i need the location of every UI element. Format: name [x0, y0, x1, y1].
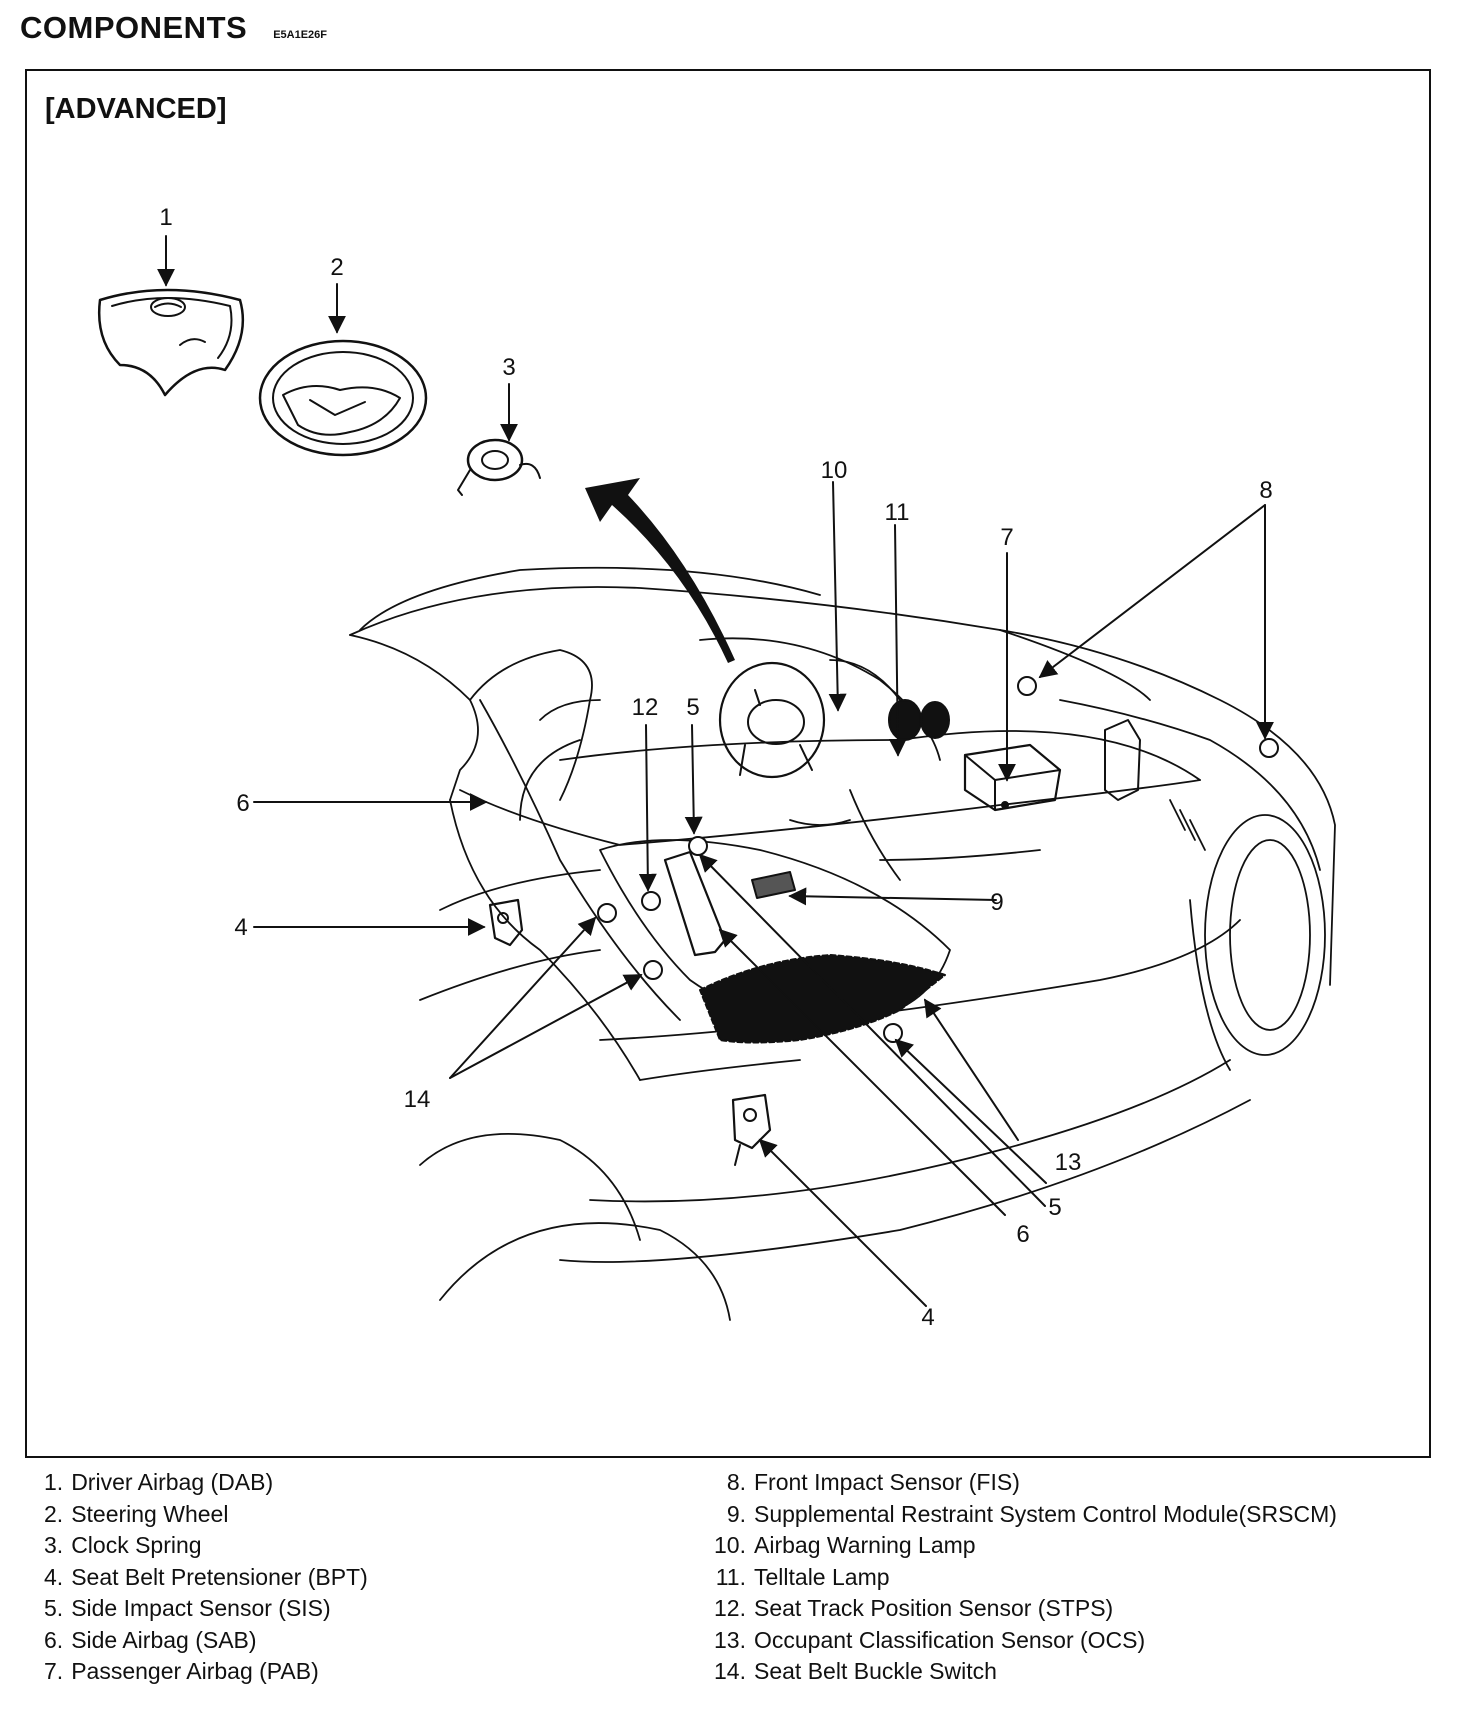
- legend-item: 6. Side Airbag (SAB): [44, 1625, 368, 1657]
- legend-label: Passenger Airbag (PAB): [71, 1658, 319, 1684]
- legend-label: Side Airbag (SAB): [71, 1626, 257, 1653]
- ocs-mat: [699, 954, 946, 1044]
- page-title: COMPONENTS: [20, 10, 248, 45]
- document-code: E5A1E26F: [273, 29, 327, 41]
- clock-spring-drawing: [457, 438, 541, 496]
- callout-7: 7: [1000, 524, 1013, 551]
- steering-wheel-drawing: [258, 339, 428, 457]
- callout-1: 1: [159, 204, 172, 231]
- legend-label: Seat Track Position Sensor (STPS): [754, 1595, 1114, 1621]
- legend-item: 14. Seat Belt Buckle Switch: [692, 1656, 1337, 1688]
- legend-item: 1. Driver Airbag (DAB): [44, 1467, 368, 1499]
- legend-item: 12. Seat Track Position Sensor (STPS): [692, 1593, 1337, 1625]
- legend-num: 3.: [44, 1532, 64, 1558]
- legend-item: 8. Front Impact Sensor (FIS): [692, 1467, 1337, 1499]
- legend-item: 4. Seat Belt Pretensioner (BPT): [44, 1562, 368, 1594]
- legend-item: 2. Steering Wheel: [44, 1499, 368, 1531]
- callout-6b: 6: [1016, 1221, 1029, 1248]
- callout-9: 9: [990, 889, 1003, 916]
- legend-num: 5.: [44, 1595, 64, 1621]
- legend-item: 5. Side Impact Sensor (SIS): [44, 1593, 368, 1625]
- variant-label: [ADVANCED]: [45, 93, 227, 125]
- callout-5b: 5: [1048, 1194, 1061, 1221]
- legend-num: 6.: [44, 1626, 64, 1653]
- legend-num: 13.: [714, 1626, 746, 1653]
- legend-item: 13. Occupant Classification Sensor (OCS): [692, 1625, 1337, 1657]
- vehicle-outline: [349, 566, 1336, 1321]
- callout-11: 11: [885, 499, 910, 526]
- driver-airbag-drawing: [98, 288, 245, 397]
- callout-3: 3: [502, 354, 515, 381]
- legend-num: 4.: [44, 1563, 64, 1590]
- page-header: COMPONENTS E5A1E26F: [20, 10, 327, 46]
- srscm-drawing: [751, 871, 796, 899]
- side-mirror: [1104, 719, 1141, 801]
- legend-item: 7. Passenger Airbag (PAB): [44, 1656, 368, 1688]
- legend-num: 7.: [44, 1658, 64, 1684]
- callout-13: 13: [1055, 1149, 1082, 1176]
- legend-label: Supplemental Restraint System Control Mo…: [754, 1500, 1337, 1527]
- legend-label: Side Impact Sensor (SIS): [71, 1595, 331, 1621]
- legend-num: 10.: [714, 1532, 746, 1558]
- callout-4b: 4: [921, 1304, 934, 1331]
- legend-label: Driver Airbag (DAB): [71, 1469, 274, 1495]
- legend-num: 9.: [726, 1500, 746, 1527]
- callout-6a: 6: [236, 790, 249, 817]
- legend-item: 10. Airbag Warning Lamp: [692, 1530, 1337, 1562]
- legend-label: Steering Wheel: [71, 1500, 229, 1527]
- legend-num: 12.: [714, 1595, 746, 1621]
- legend-label: Clock Spring: [71, 1532, 202, 1558]
- legend-item: 11. Telltale Lamp: [692, 1562, 1337, 1594]
- sensor-markers: [597, 676, 1279, 1043]
- pretensioner-drawings: [488, 898, 772, 1166]
- legend-num: 11.: [715, 1563, 746, 1590]
- legend-label: Telltale Lamp: [754, 1563, 890, 1590]
- callout-12: 12: [632, 694, 659, 721]
- legend-label: Airbag Warning Lamp: [754, 1532, 976, 1558]
- interior-steering-wheel: [718, 661, 826, 779]
- legend-label: Front Impact Sensor (FIS): [754, 1469, 1020, 1495]
- legend-num: 14.: [714, 1658, 746, 1684]
- side-airbag-drawing: [663, 850, 727, 957]
- callout-5a: 5: [686, 694, 699, 721]
- callout-8: 8: [1259, 477, 1272, 504]
- legend-right: 8. Front Impact Sensor (FIS) 9. Supplement…: [692, 1467, 1337, 1688]
- legend-label: Seat Belt Pretensioner (BPT): [71, 1563, 368, 1590]
- legend-item: 3. Clock Spring: [44, 1530, 368, 1562]
- passenger-airbag-drawing: [963, 743, 1062, 812]
- callout-2: 2: [330, 254, 343, 281]
- legend-left: 1. Driver Airbag (DAB) 2. Steering Wheel 3…: [44, 1467, 368, 1688]
- diagram-frame: [ADVANCED]: [25, 69, 1431, 1458]
- legend-num: 8.: [726, 1469, 746, 1495]
- legend-num: 1.: [44, 1469, 64, 1495]
- callout-10: 10: [821, 457, 848, 484]
- legend-num: 2.: [44, 1500, 64, 1527]
- callout-14: 14: [404, 1086, 431, 1113]
- callout-4a: 4: [234, 914, 247, 941]
- legend-label: Seat Belt Buckle Switch: [754, 1658, 997, 1684]
- legend-label: Occupant Classification Sensor (OCS): [754, 1626, 1146, 1653]
- leader-lines: [157, 235, 1274, 1307]
- legend-item: 9. Supplemental Restraint System Control …: [692, 1499, 1337, 1531]
- callout-labels: 1 2 3 4 4 5 5 6 6 7 8 9 10 11 12 13 14: [159, 204, 1272, 1331]
